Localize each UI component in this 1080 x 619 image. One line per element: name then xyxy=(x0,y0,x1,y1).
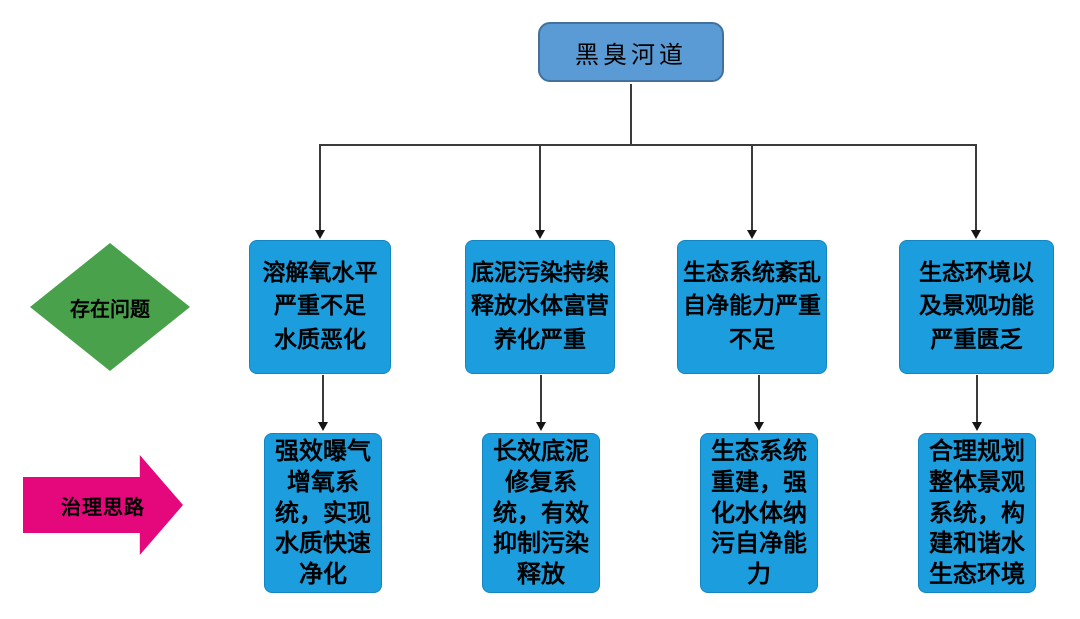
solution-box-4-label: 合理规划 整体景观 系统，构 建和谐水 生态环境 xyxy=(929,437,1025,589)
connector-drop-2 xyxy=(539,145,541,230)
connector-drop-1 xyxy=(319,145,321,230)
connector-drop-3 xyxy=(751,145,753,230)
problem-box-4: 生态环境以 及景观功能 严重匮乏 xyxy=(899,240,1054,374)
problem-box-3-label: 生态系统紊乱 自净能力严重 不足 xyxy=(683,259,821,353)
arrowhead-down-icon xyxy=(318,422,328,431)
solution-box-3: 生态系统 重建，强 化水体纳 污自净能 力 xyxy=(700,433,818,593)
arrowhead-down-icon xyxy=(536,422,546,431)
connector-stem xyxy=(630,84,632,144)
solution-box-2-label: 长效底泥 修复系 统，有效 抑制污染 释放 xyxy=(493,437,589,589)
connector-row-1 xyxy=(322,375,324,422)
solution-box-1-label: 强效曝气 增氧系 统，实现 水质快速 净化 xyxy=(275,437,371,589)
solution-box-3-label: 生态系统 重建，强 化水体纳 污自净能 力 xyxy=(711,437,807,589)
arrowhead-down-icon xyxy=(315,230,325,239)
solutions-arrow-label: 治理思路 xyxy=(61,494,145,519)
problem-box-1-label: 溶解氧水平 严重不足 水质恶化 xyxy=(262,259,378,353)
arrowhead-down-icon xyxy=(747,230,757,239)
connector-horizontal-bar xyxy=(319,144,977,146)
problem-box-4-label: 生态环境以 及景观功能 严重匮乏 xyxy=(919,259,1034,353)
problem-box-1: 溶解氧水平 严重不足 水质恶化 xyxy=(249,240,391,374)
connector-drop-4 xyxy=(975,145,977,230)
problems-diamond-label: 存在问题 xyxy=(70,296,150,321)
connector-row-2 xyxy=(540,375,542,422)
arrowhead-down-icon xyxy=(754,422,764,431)
root-node-label: 黑臭河道 xyxy=(575,40,687,69)
solution-box-1: 强效曝气 增氧系 统，实现 水质快速 净化 xyxy=(264,433,382,593)
solutions-arrow: 治理思路 xyxy=(23,455,183,555)
problem-box-3: 生态系统紊乱 自净能力严重 不足 xyxy=(677,240,827,374)
arrowhead-down-icon xyxy=(971,230,981,239)
problems-diamond: 存在问题 xyxy=(30,243,190,371)
problem-box-2: 底泥污染持续 释放水体富营 养化严重 xyxy=(465,240,615,374)
root-node: 黑臭河道 xyxy=(538,22,724,82)
connector-row-3 xyxy=(758,375,760,422)
solution-box-4: 合理规划 整体景观 系统，构 建和谐水 生态环境 xyxy=(918,433,1036,593)
problem-box-2-label: 底泥污染持续 释放水体富营 养化严重 xyxy=(471,259,609,353)
arrowhead-down-icon xyxy=(972,422,982,431)
solution-box-2: 长效底泥 修复系 统，有效 抑制污染 释放 xyxy=(482,433,600,593)
arrowhead-down-icon xyxy=(535,230,545,239)
connector-row-4 xyxy=(976,375,978,422)
